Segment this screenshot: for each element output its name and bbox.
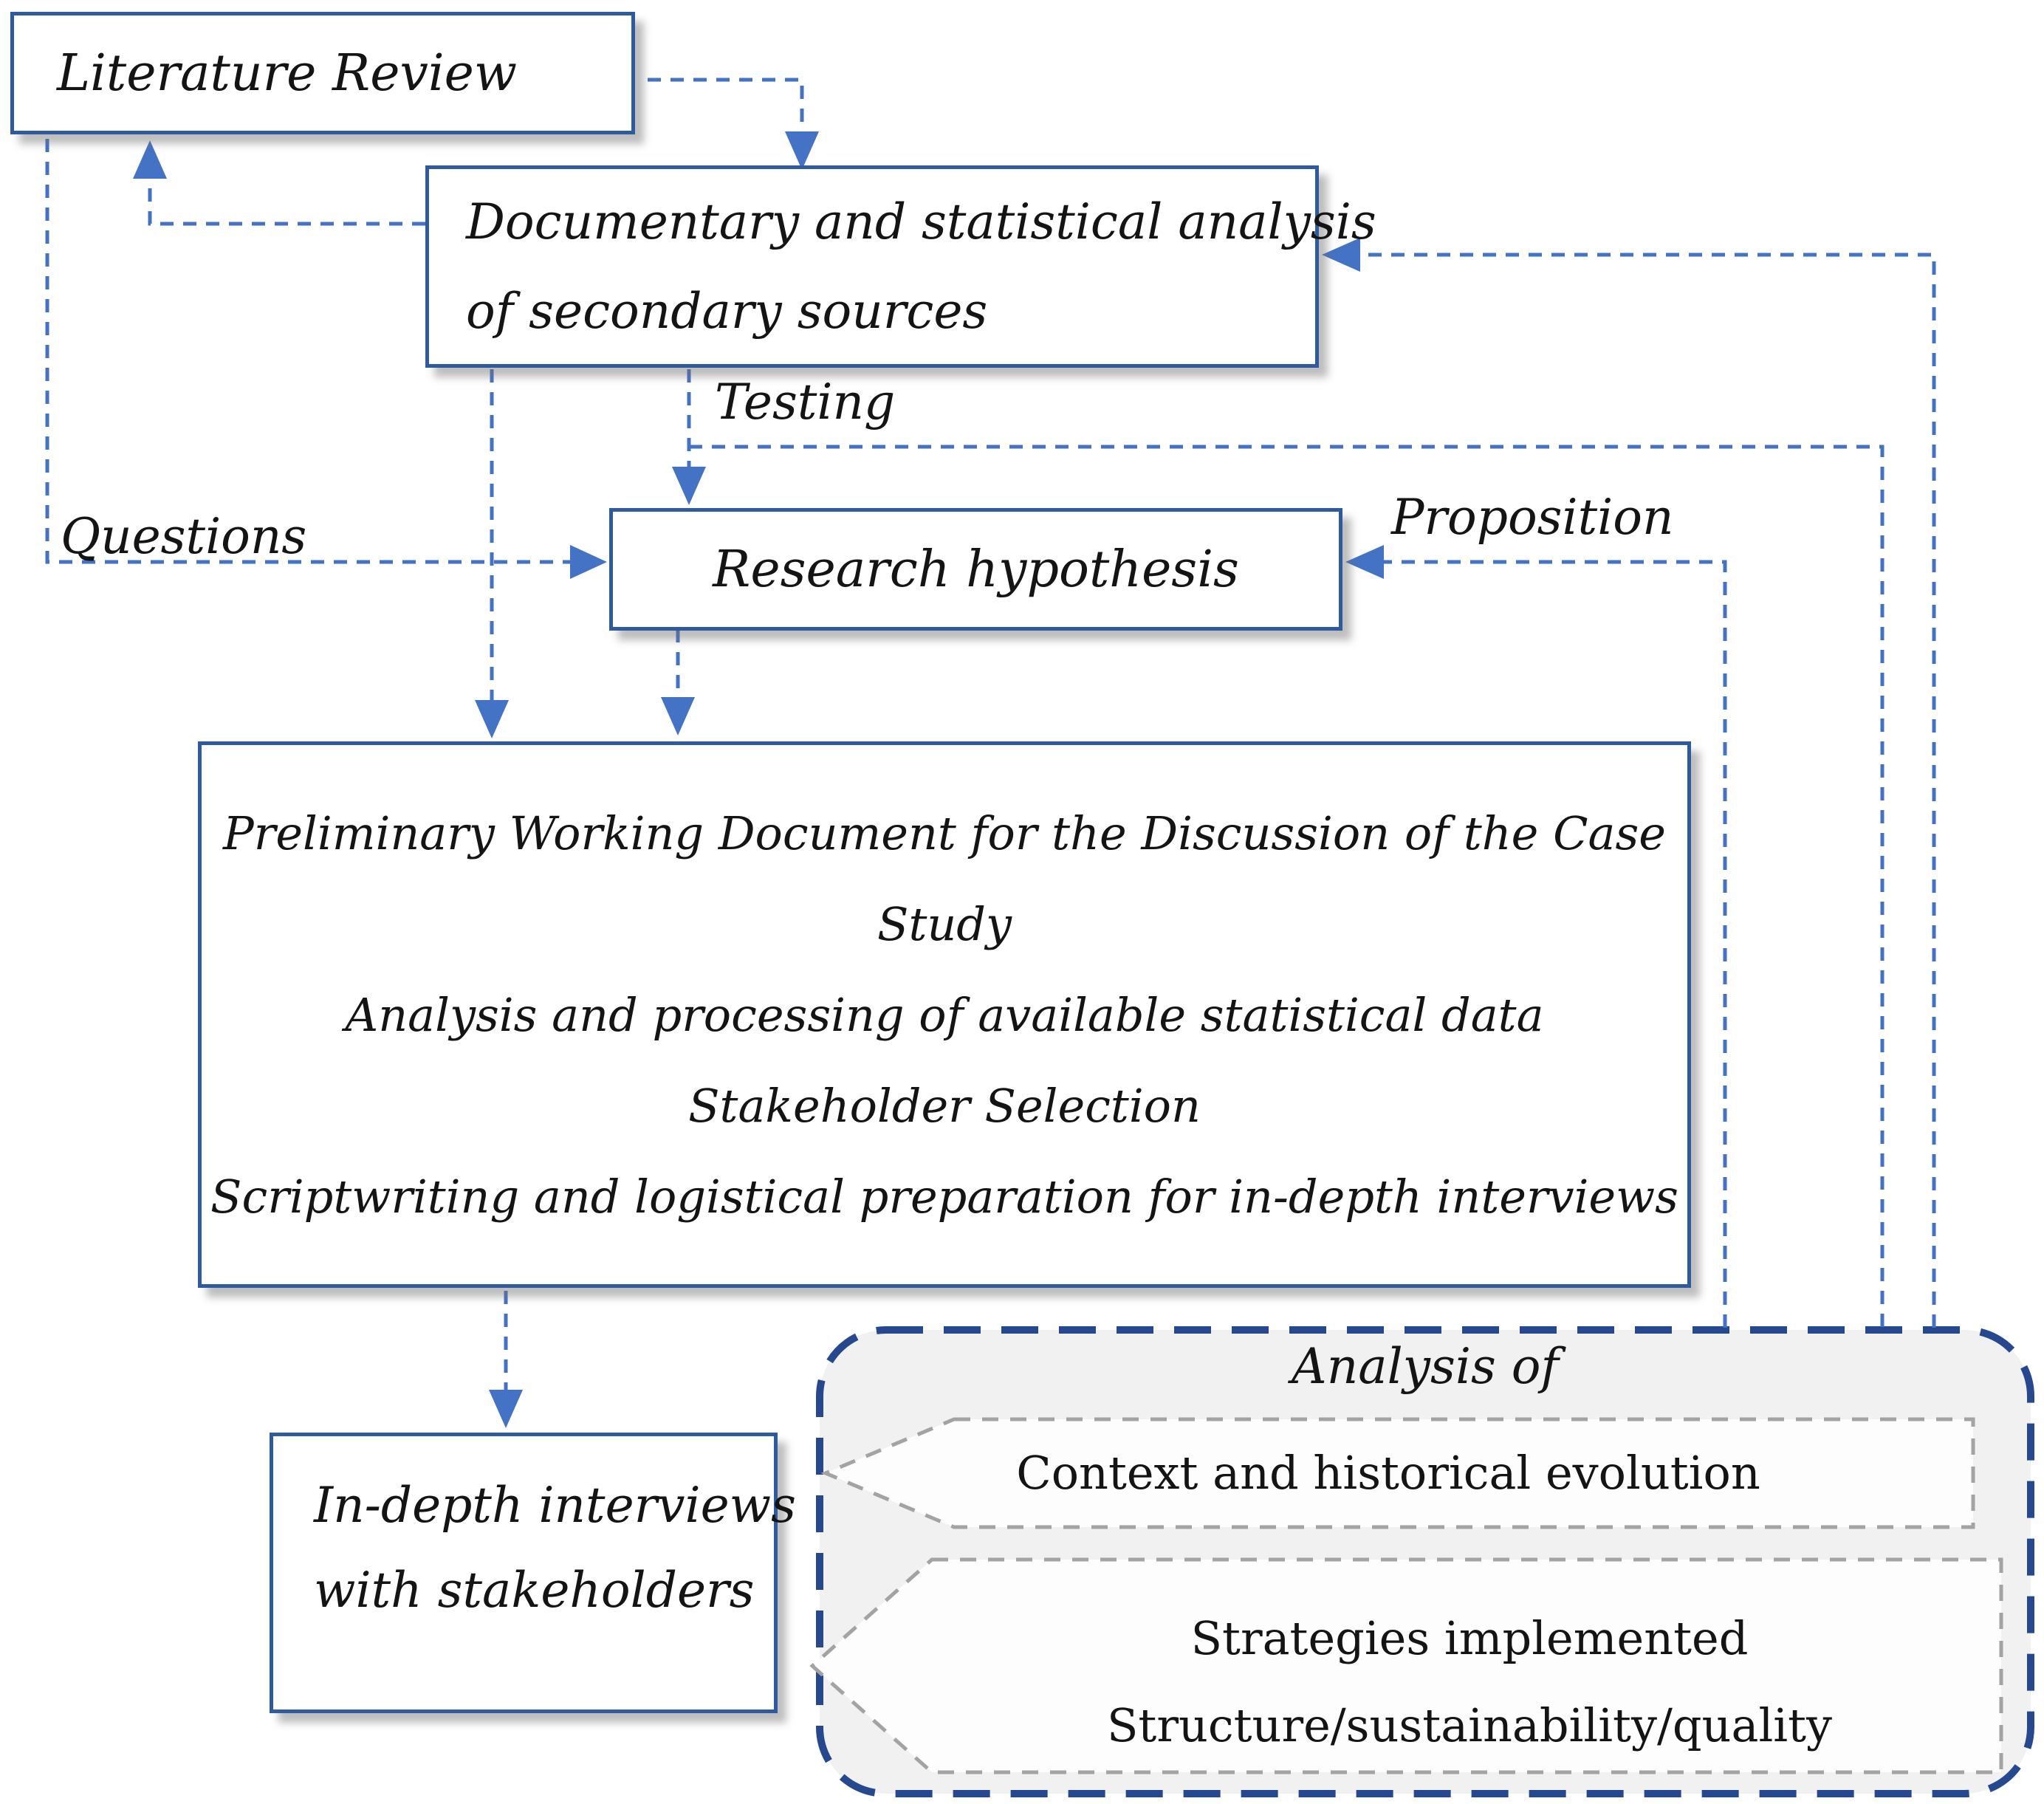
arrowhead-into-interviews — [489, 1390, 523, 1428]
context-item-shape — [820, 1417, 1975, 1529]
preliminary-line-4: Stakeholder Selection — [688, 1078, 1201, 1133]
strategies-line-1: Strategies implemented — [1190, 1611, 1749, 1665]
edge-documentary-to-litreview — [148, 179, 425, 226]
arrowhead-testing-into-hypothesis — [672, 467, 706, 505]
interviews-line-1: In-depth interviews — [314, 1477, 797, 1534]
node-indepth-interviews: In-depth interviews with stakeholders — [270, 1433, 797, 1713]
arrowhead-into-preliminary-left — [475, 700, 509, 738]
preliminary-line-5: Scriptwriting and logistical preparation… — [210, 1169, 1678, 1224]
preliminary-line-2: Study — [877, 896, 1012, 951]
arrowhead-questions-into-hypothesis — [570, 545, 607, 579]
edge-proposition-analysis-to-hypothesis — [1384, 560, 1727, 1328]
node-literature-review: Literature Review — [10, 12, 635, 134]
arrowhead-into-documentary — [785, 131, 819, 170]
arrowhead-proposition-into-hypothesis — [1345, 545, 1384, 579]
analysis-group-title: Analysis of — [1292, 1338, 1559, 1395]
arrowhead-into-preliminary-mid — [661, 697, 695, 735]
node-research-hypothesis: Research hypothesis — [609, 508, 1342, 631]
edge-label-testing: Testing — [715, 374, 896, 431]
node-preliminary-working-document: Preliminary Working Document for the Dis… — [198, 741, 1691, 1288]
strategies-item-shape — [809, 1557, 2003, 1774]
strategies-line-2: Structure/sustainability/quality — [1106, 1698, 1833, 1752]
edge-label-questions: Questions — [61, 508, 307, 565]
arrowhead-into-documentary-right — [1322, 238, 1360, 272]
edge-testing-branch-to-analysis — [689, 445, 1884, 1328]
preliminary-line-3: Analysis and processing of available sta… — [345, 987, 1544, 1042]
documentary-line-2: of secondary sources — [466, 283, 988, 340]
edge-label-proposition: Proposition — [1391, 489, 1674, 546]
node-documentary-analysis: Documentary and statistical analysis of … — [425, 165, 1376, 368]
edge-questions-litreview-to-hypothesis — [45, 139, 570, 564]
strategies-item-labels: Strategies implemented Structure/sustain… — [938, 1595, 2001, 1769]
interviews-line-2: with stakeholders — [314, 1562, 755, 1619]
edge-litreview-to-documentary — [648, 78, 804, 131]
preliminary-line-1: Preliminary Working Document for the Dis… — [223, 806, 1666, 860]
research-hypothesis-label: Research hypothesis — [713, 540, 1239, 599]
documentary-line-1: Documentary and statistical analysis — [466, 193, 1376, 250]
arrowhead-into-litreview — [133, 140, 167, 179]
edge-analysis-to-documentary — [1360, 253, 1936, 1328]
literature-review-label: Literature Review — [57, 44, 518, 103]
context-item-label: Context and historical evolution — [1016, 1446, 1760, 1500]
